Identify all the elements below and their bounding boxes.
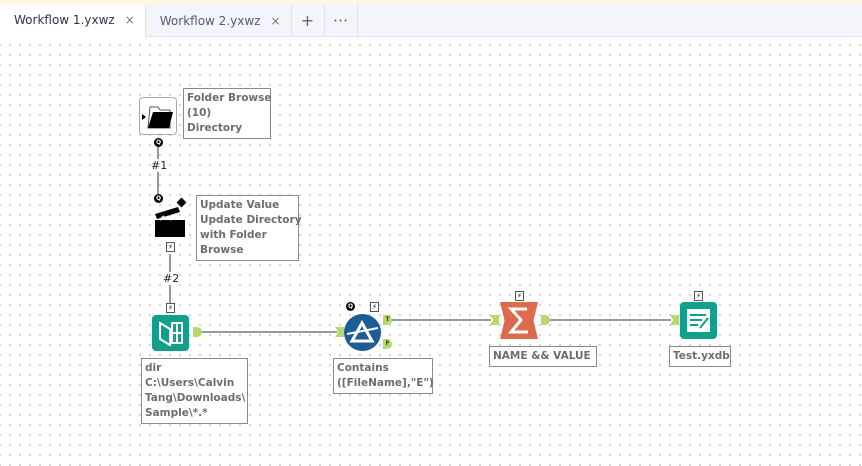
top-strip [0,0,862,4]
connection-label: #1 [151,159,168,172]
folder-icon [142,106,173,129]
folder-browse-annotation: Folder Browse (10) Directory [183,88,272,139]
question-anchor[interactable]: Q [154,138,163,147]
filter-annotation: Contains ([FileName],"E") [333,358,434,394]
output-data-tool[interactable] [680,302,717,339]
tab-label: Workflow 2.yxwz [159,13,261,28]
input-anchor[interactable] [335,327,344,337]
tab-workflow-1[interactable]: Workflow 1.yxwz × [0,4,146,37]
summarize-tool[interactable] [500,302,538,339]
add-tab-button[interactable]: + [292,4,325,37]
lightning-icon[interactable]: ⚡ [694,291,703,301]
false-anchor[interactable]: F [383,339,392,349]
output-anchor[interactable] [541,315,550,325]
more-tabs-button[interactable]: ··· [325,4,358,37]
true-anchor[interactable]: T [383,315,392,325]
prism-icon [346,319,379,343]
close-icon[interactable]: × [124,13,135,27]
directory-annotation: dir C:\Users\Calvin Tang\Downloads\ Samp… [141,358,248,424]
connection-label: #2 [163,272,180,285]
tab-label: Workflow 1.yxwz [14,13,115,27]
connection-line[interactable] [549,319,671,321]
lightning-icon[interactable]: ⚡ [166,303,175,313]
close-icon[interactable]: × [270,13,281,28]
lightning-icon[interactable]: ⚡ [166,242,175,252]
input-anchor[interactable] [490,315,499,325]
document-pencil-icon [687,309,710,332]
sigma-icon [507,307,528,334]
book-icon [159,321,183,347]
lightning-icon[interactable]: ⚡ [370,302,379,312]
directory-tool[interactable] [152,315,189,351]
filter-tool[interactable] [344,314,381,351]
question-anchor[interactable]: Q [154,194,163,203]
folder-browse-tool[interactable] [139,97,177,135]
update-value-annotation: Update Value Update Directory with Folde… [196,195,302,261]
clapperboard-icon [155,197,187,237]
input-anchor[interactable] [670,315,679,325]
summarize-annotation: NAME && VALUE [489,346,597,367]
workflow-canvas[interactable] [0,37,862,466]
update-value-tool[interactable] [152,196,192,240]
tab-bar: Workflow 1.yxwz × Workflow 2.yxwz × + ··· [0,4,862,37]
output-annotation: Test.yxdb [669,346,731,367]
output-anchor[interactable] [193,327,202,337]
tab-workflow-2[interactable]: Workflow 2.yxwz × [146,4,292,37]
lightning-icon[interactable]: ⚡ [515,291,524,301]
connection-line[interactable] [201,331,337,333]
connection-line[interactable] [392,319,491,321]
question-anchor[interactable]: Q [346,302,355,311]
